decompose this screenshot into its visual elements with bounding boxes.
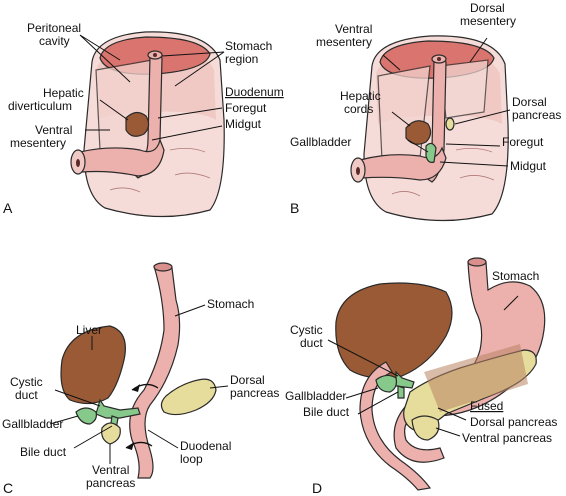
leader-dorsal-mes-b [469, 37, 488, 63]
stomach-top-opening-d [467, 257, 487, 267]
stomach-lumen-b [437, 57, 441, 61]
leader-ventral-mes-b [382, 54, 401, 71]
leader-stomach-d [503, 295, 519, 311]
label-midgut-b: Midgut [510, 159, 547, 173]
gallbladder-c [75, 407, 97, 425]
label-stomach-c: Stomach [207, 297, 254, 311]
stomach-top-opening-c [153, 262, 173, 272]
panel-letter-d: D [312, 480, 322, 496]
dorsal-mesentery-b [439, 59, 489, 119]
midgut-b [359, 146, 447, 181]
label-duodenum-a: Duodenum [225, 85, 284, 99]
label-dorsal-pancreas-c: Dorsal pancreas [230, 373, 279, 400]
label-stomach-d: Stomach [492, 269, 539, 283]
liver-c [60, 325, 126, 405]
label-dorsal-mes-b: Dorsal mesentery [460, 1, 516, 28]
gut-opening-lumen-a [76, 159, 80, 167]
leader-midgut-a [151, 125, 223, 141]
midgut-a [79, 138, 165, 177]
leader-peritoneal-a [79, 34, 131, 83]
panel-b: Dorsal mesentery Ventral mesentery Hepat… [290, 1, 561, 222]
label-foregut-b: Foregut [502, 135, 544, 149]
leader-dorsal-pancreas-b [454, 109, 511, 125]
label-duodenal-c: Duodenal loop [180, 439, 235, 466]
label-bile-duct-d: Bile duct [303, 405, 350, 419]
label-cystic-c: Cystic duct [10, 375, 46, 402]
leader-stomach-c [174, 304, 206, 317]
label-gallbladder-d: Gallbladder [285, 389, 346, 403]
label-foregut-a: Foregut [225, 101, 267, 115]
panel-d: Stomach Cystic duct Gallbladder Bile duc… [285, 257, 557, 496]
gallbladder-b [425, 142, 437, 163]
leader-midgut-b [439, 161, 509, 167]
leader-dorsal-pancreas-d [437, 407, 467, 421]
panel-letter-a: A [3, 200, 13, 216]
label-midgut-a: Midgut [225, 117, 262, 131]
ventral-pancreas-d [411, 415, 440, 441]
cystic-duct-c [95, 398, 141, 419]
rotation-arrowhead-upper-c [132, 384, 140, 392]
label-liver-c: Liver [76, 323, 102, 337]
label-hepatic-cords-b: Hepatic cords [340, 89, 384, 116]
label-ventral-pancreas-d: Ventral pancreas [462, 431, 552, 445]
dorsal-pancreas-b [445, 117, 455, 131]
leader-cystic-c [54, 389, 101, 407]
panel-letter-c: C [3, 480, 13, 496]
stomach-lumen-a [153, 53, 157, 57]
leader-hepatic-cords-b [391, 111, 411, 127]
gallbladder-d [375, 374, 397, 393]
panel-c: Stomach Liver Cystic duct Dorsal pancrea… [2, 262, 279, 496]
leader-hepatic-a [99, 99, 129, 121]
leader-gallbladder-d [345, 387, 379, 399]
leader-gallbladder-b [407, 139, 429, 153]
leader-cystic-d [327, 339, 399, 377]
label-gallbladder-c: Gallbladder [2, 417, 63, 431]
label-ventral-pancreas-c: Ventral pancreas [86, 463, 135, 490]
label-dorsal-pancreas-d: Dorsal pancreas [470, 415, 557, 429]
label-ventral-mesentery-a: Ventral mesentery [10, 123, 76, 150]
leader-foregut-a [157, 107, 223, 119]
leader-dorsal-pancreas-c [209, 385, 229, 389]
leader-stomach-region-a [161, 51, 225, 87]
stomach-c [129, 263, 181, 479]
fused-pancreas-overlay-d [424, 344, 528, 412]
panel-letter-b: B [290, 200, 299, 216]
dorsal-pancreas-c [160, 378, 217, 416]
label-bile-duct-c: Bile duct [20, 445, 67, 459]
label-fused-d: Fused [470, 399, 503, 413]
leader-bile-duct-c [73, 425, 113, 449]
body-wrinkles-a [109, 148, 211, 193]
label-gallbladder-b: Gallbladder [290, 135, 351, 149]
label-hepatic-a: Hepatic diverticulum [8, 86, 87, 113]
label-stomach-region-a: Stomach region [225, 39, 276, 66]
leader-duodenal-c [147, 429, 179, 449]
body-wrinkles-b [391, 148, 495, 197]
liver-d [335, 282, 453, 379]
bile-duct-d [397, 385, 405, 399]
rotation-arrowhead-lower-c [126, 442, 134, 450]
leader-foregut-b [445, 143, 501, 147]
label-peritoneal-a: Peritoneal cavity [27, 21, 84, 48]
panel-a: Peritoneal cavity Stomach region Hepatic… [3, 21, 284, 218]
label-dorsal-pancreas-b: Dorsal pancreas [512, 95, 561, 122]
label-ventral-mes-b: Ventral mesentery [316, 22, 376, 49]
gut-descending-d [359, 361, 432, 491]
ventral-pancreas-c [101, 422, 121, 445]
label-cystic-d: Cystic duct [290, 323, 326, 350]
hepatic-diverticulum-a [125, 111, 150, 137]
ventral-mesentery-a [95, 59, 153, 156]
gut-opening-lumen-b [356, 167, 360, 175]
leader-bile-duct-d [357, 391, 399, 415]
leader-ventral-pancreas-d [435, 427, 461, 437]
leader-gallbladder-c [49, 415, 79, 425]
